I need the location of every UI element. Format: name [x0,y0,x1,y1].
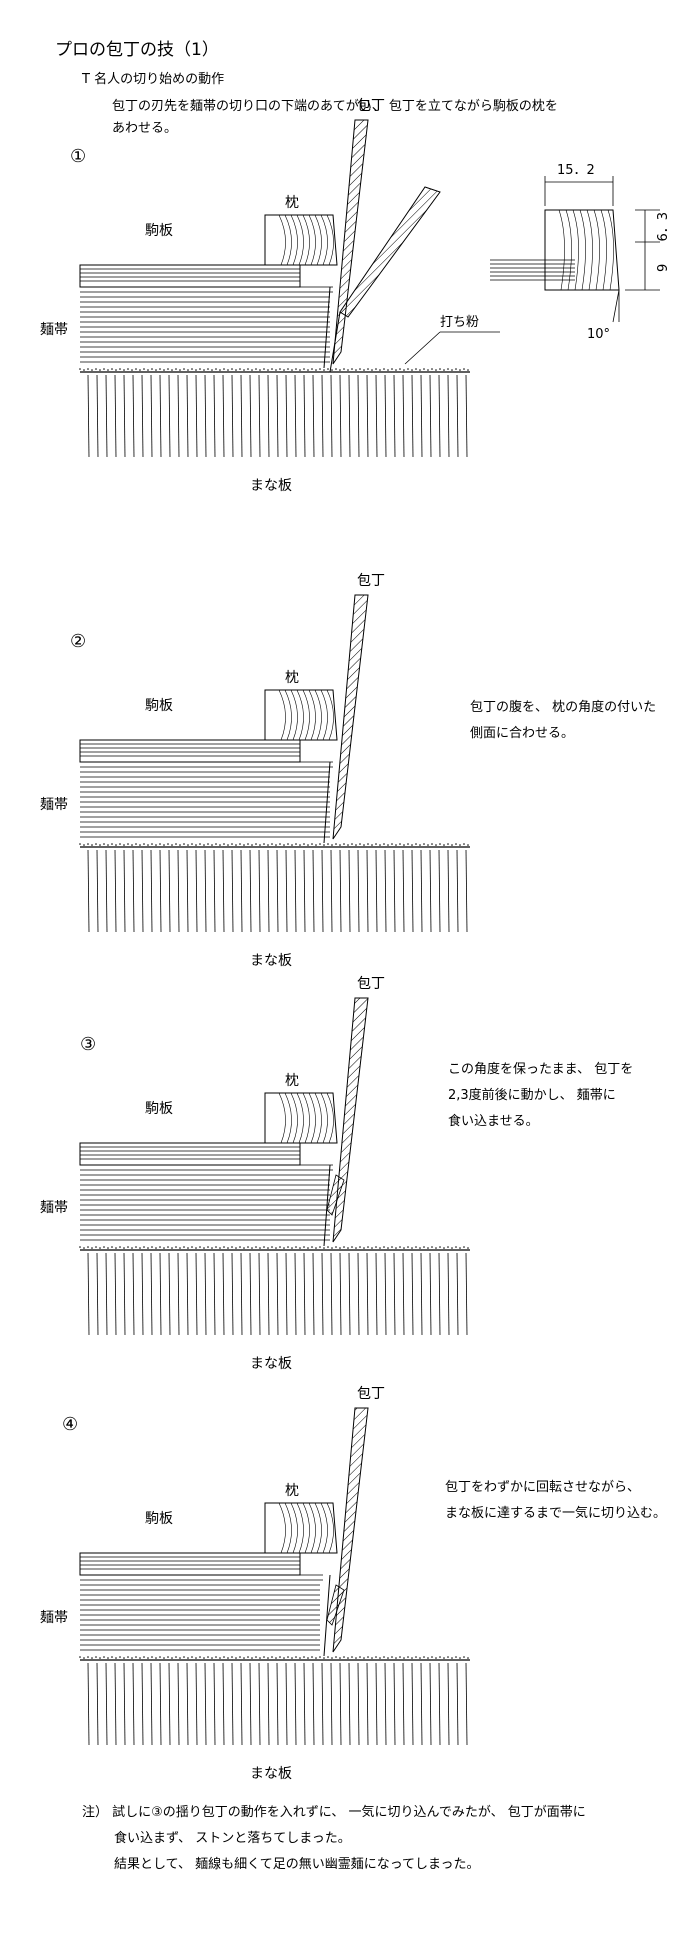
makura-block [264,689,338,741]
dusting-flour [79,843,469,846]
figure-step-4: ④ まな板 麺帯 駒板 枕 包丁 [40,1386,470,1782]
knife [326,1407,369,1653]
komaita-board [79,1552,301,1576]
label-makura: 枕 [285,1073,299,1089]
label-makura: 枕 [285,195,299,211]
step-number-3: ③ [80,1034,96,1055]
makura-block [264,1092,338,1144]
komaita-board [79,1142,301,1166]
page-title: プロの包丁の技（1） [55,40,219,60]
step-2-caption: 包丁の腹を、 枕の角度の付いた 側面に合わせる。 [470,695,656,747]
step-number-2: ② [70,631,86,652]
cutting-board [80,1659,470,1746]
label-mentai: 麺帯 [40,1200,68,1216]
dim-width: 15．2 [557,163,595,178]
intro-text: 包丁の刃先を麺帯の切り口の下端のあてがい、 包丁を立てながら駒板の枕を あわせる… [112,96,558,140]
step-number-1: ① [70,146,86,167]
label-manaita: まな板 [250,478,292,494]
step-4-caption-line-1: 包丁をわずかに回転させながら、 [445,1480,641,1495]
label-mentai: 麺帯 [40,1610,68,1626]
label-mentai: 麺帯 [40,797,68,813]
footnote-line-1: 注） 試しに③の揺り包丁の動作を入れずに、 一気に切り込んでみたが、 包丁が面帯… [82,1805,586,1820]
label-komaita: 駒板 [145,223,173,239]
intro-line-2: あわせる。 [112,121,178,136]
dusting-flour [79,368,469,371]
footnote-line-3: 結果として、 麺線も細くて足の無い幽霊麺になってしまった。 [114,1857,480,1872]
page-subtitle: T 名人の切り始めの動作 [82,72,225,87]
label-mentai: 麺帯 [40,322,68,338]
knife [326,997,369,1243]
label-makura: 枕 [285,1483,299,1499]
label-komaita: 駒板 [145,1101,173,1117]
footnote: 注） 試しに③の揺り包丁の動作を入れずに、 一気に切り込んでみたが、 包丁が面帯… [82,1800,586,1878]
dusting-flour [79,1656,469,1659]
knife [332,594,369,840]
label-houchou: 包丁 [357,98,385,114]
step-2-caption-line-2: 側面に合わせる。 [470,726,575,741]
dim-height-top: 6．3 [656,212,671,242]
noodle-sheet [80,1574,331,1657]
label-houchou: 包丁 [357,976,385,992]
step-3-caption-line-2: 2,3度前後に動かし、 麺帯に [448,1088,616,1103]
label-uchiko: 打ち粉 [440,315,479,330]
step-4-caption-line-2: まな板に達するまで一気に切り込む。 [445,1506,667,1521]
label-manaita: まな板 [250,1766,292,1782]
dusting-flour [79,1246,469,1249]
makura-block [264,214,338,266]
noodle-chip [326,1174,345,1216]
label-komaita: 駒板 [145,1511,173,1527]
footnote-line-2: 食い込まず、 ストンと落ちてしまった。 [114,1831,351,1846]
uchiko-pointer [404,331,500,365]
komaita-board [79,739,301,763]
knife [329,119,441,373]
noodle-chip [326,1584,345,1626]
komaita-board [79,264,301,288]
label-manaita: まな板 [250,1356,292,1372]
noodle-sheet [80,286,333,369]
dim-angle: 10° [587,327,610,342]
figure-step-3: ③ まな板 麺帯 駒板 枕 包丁 [40,976,470,1372]
label-komaita: 駒板 [145,698,173,714]
figure-step-2: ② まな板 麺帯 駒板 枕 包丁 [40,573,470,969]
step-3-caption: この角度を保ったまま、 包丁を 2,3度前後に動かし、 麺帯に 食い込ませる。 [448,1057,633,1135]
label-manaita: まな板 [250,953,292,969]
dim-height-bottom: 9 [656,264,671,272]
noodle-sheet [80,1164,333,1247]
makura-block [264,1502,338,1554]
cutting-board [80,846,470,933]
step-2-caption-line-1: 包丁の腹を、 枕の角度の付いた [470,700,657,715]
label-houchou: 包丁 [357,1386,385,1402]
dimension-makura [544,209,620,291]
step-3-caption-line-1: この角度を保ったまま、 包丁を [448,1062,634,1077]
noodle-sheet [80,761,333,844]
dimension-detail: 15．2 6．3 9 10° [490,163,671,342]
cutting-board [80,371,470,458]
step-3-caption-line-3: 食い込ませる。 [448,1114,539,1129]
intro-line-1: 包丁の刃先を麺帯の切り口の下端のあてがい、 包丁を立てながら駒板の枕を [112,99,558,114]
cutting-board [80,1249,470,1336]
label-houchou: 包丁 [357,573,385,589]
step-4-caption: 包丁をわずかに回転させながら、 まな板に達するまで一気に切り込む。 [445,1475,666,1527]
label-makura: 枕 [285,670,299,686]
step-number-4: ④ [62,1414,78,1435]
